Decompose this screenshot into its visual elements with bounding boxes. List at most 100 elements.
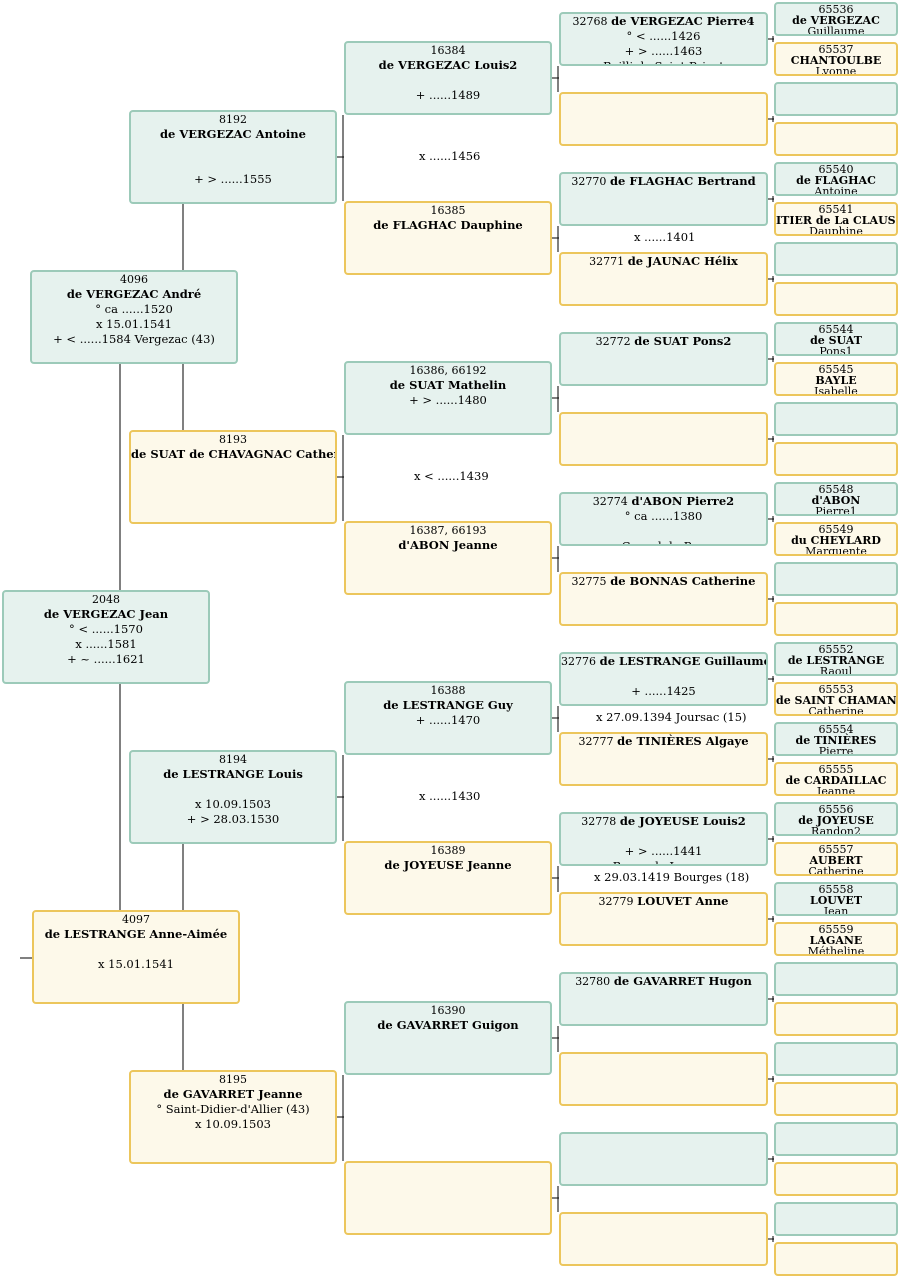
marriage-label: x ......1456 — [419, 149, 481, 163]
empty-person-box — [774, 282, 898, 316]
person-given-name: Raoul — [819, 665, 853, 676]
marriage-label: x 29.03.1419 Bourges (18) — [594, 870, 750, 884]
person-name: de FLAGHAC Bertrand — [610, 174, 756, 188]
person-given-name: Pons1 — [819, 345, 853, 356]
person-box[interactable]: 32777 de TINIÈRES Algaye — [559, 732, 768, 786]
person-box[interactable]: 32770 de FLAGHAC Bertrand — [559, 172, 768, 226]
spacer — [561, 829, 766, 844]
person-given-name: Catherine — [808, 705, 864, 716]
person-heading: 32776 de LESTRANGE Guillaume — [561, 654, 766, 669]
person-surname: de SAINT CHAMANS — [776, 694, 898, 707]
person-heading: 32777 de TINIÈRES Algaye — [561, 734, 766, 749]
person-detail: + ......1470 — [415, 713, 481, 727]
person-heading: 32770 de FLAGHAC Bertrand — [561, 174, 766, 189]
person-detail: x 10.09.1503 — [195, 797, 271, 811]
person-number: 65541 — [818, 203, 854, 216]
person-number: 65553 — [818, 683, 854, 696]
person-name: de GAVARRET Guigon — [377, 1018, 519, 1032]
person-surname: LOUVET — [809, 894, 862, 907]
person-box[interactable]: 32768 de VERGEZAC Pierre4° < ......1426+… — [559, 12, 768, 66]
person-number: 8194 — [219, 753, 247, 766]
person-box[interactable]: 32776 de LESTRANGE Guillaume+ ......1425 — [559, 652, 768, 706]
marriage-label: x ......1430 — [419, 789, 481, 803]
person-name: de VERGEZAC Jean — [43, 607, 169, 621]
person-name: de JAUNAC Hélix — [627, 254, 738, 268]
person-name: de VERGEZAC Pierre4 — [611, 14, 755, 28]
person-number: 65558 — [818, 883, 854, 896]
person-detail: + > ......1555 — [194, 172, 272, 186]
person-detail: + > ......1441 — [624, 844, 703, 858]
person-name: de VERGEZAC Antoine — [160, 127, 306, 141]
marriage-label: x 27.09.1394 Joursac (15) — [596, 710, 747, 724]
person-number: 16388 — [430, 684, 466, 697]
empty-person-box — [774, 122, 898, 156]
person-detail: + > ......1480 — [409, 393, 487, 407]
person-detail: Baron de Joyeuse — [612, 859, 715, 866]
empty-person-box — [559, 412, 768, 466]
person-box[interactable]: 32779 LOUVET Anne — [559, 892, 768, 946]
person-surname: CHANTOULBE — [790, 54, 882, 67]
person-box[interactable]: 32775 de BONNAS Catherine — [559, 572, 768, 626]
empty-person-box — [774, 562, 898, 596]
person-number: 16389 — [430, 844, 466, 857]
person-name: de LESTRANGE Anne-Aimée — [44, 927, 228, 941]
person-number: 65552 — [818, 643, 854, 656]
person-surname: ITIER de La CLAUSE — [776, 214, 898, 227]
person-box[interactable]: 32771 de JAUNAC Hélix — [559, 252, 768, 306]
empty-person-box — [774, 602, 898, 636]
person-heading: 32771 de JAUNAC Hélix — [561, 254, 766, 269]
person-heading: 32774 d'ABON Pierre2 — [561, 494, 766, 509]
person-number: 32772 — [595, 335, 631, 348]
person-number: 32780 — [575, 975, 611, 988]
person-surname: LAGANE — [809, 934, 863, 947]
person-number: 32776 — [561, 655, 596, 668]
person-given-name: Guillaume — [807, 25, 865, 36]
person-name: de SUAT Mathelin — [389, 378, 507, 392]
person-box[interactable]: 32780 de GAVARRET Hugon — [559, 972, 768, 1026]
person-number: 16390 — [430, 1004, 466, 1017]
person-given-name: Jean — [823, 905, 849, 916]
empty-person-box — [344, 1161, 552, 1235]
empty-person-box — [774, 1242, 898, 1276]
person-name: de GAVARRET Jeanne — [163, 1087, 303, 1101]
person-detail: + > ......1463 — [624, 44, 703, 58]
person-name: de VERGEZAC Louis2 — [378, 58, 518, 72]
empty-person-box — [559, 1212, 768, 1266]
person-given-name: Antoine — [814, 185, 858, 196]
person-name: de LESTRANGE Guillaume — [599, 654, 768, 668]
person-box[interactable]: 32772 de SUAT Pons2 — [559, 332, 768, 386]
person-number: 32770 — [571, 175, 607, 188]
